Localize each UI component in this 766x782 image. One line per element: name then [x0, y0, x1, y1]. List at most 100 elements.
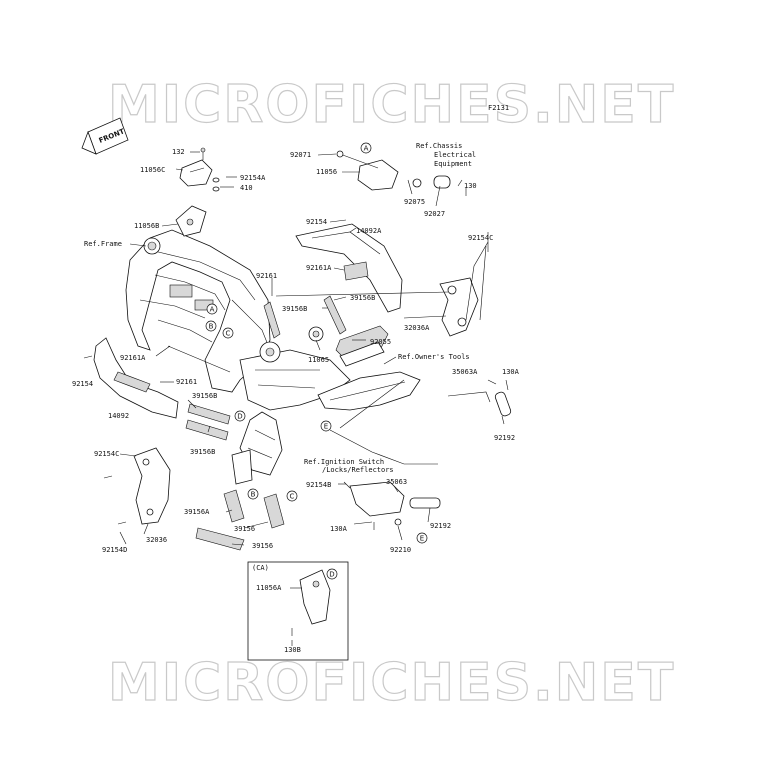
strip-39156B-right [323, 295, 347, 335]
label-130: 130 [464, 182, 477, 190]
label-92055: 92055 [370, 338, 391, 346]
label-11056: 11056 [316, 168, 337, 176]
label-92210: 92210 [390, 546, 411, 554]
label-130B: 130B [284, 646, 301, 654]
label-92075: 92075 [404, 198, 425, 206]
strip-39156-1 [263, 493, 285, 529]
watermark-bottom: MICROFICHES.NET [108, 653, 675, 713]
label-ref-chassis-1: Ref.Chassis [416, 142, 462, 150]
watermark-top: MICROFICHES.NET [108, 75, 675, 135]
callout-B-lower: B [247, 488, 259, 500]
label-92027: 92027 [424, 210, 445, 218]
svg-text:D: D [329, 571, 334, 579]
strip-39156B-lower-1 [187, 403, 231, 425]
label-11056A: 11056A [256, 584, 282, 592]
svg-text:C: C [290, 493, 295, 501]
label-ref-ignition-2: /Locks/Reflectors [322, 466, 394, 474]
label-130A: 130A [502, 368, 520, 376]
callout-D-frame: D [234, 410, 246, 422]
callout-A-frame: A [206, 303, 218, 315]
callout-E-frame: E [320, 420, 332, 432]
label-39156B-right: 39156B [350, 294, 375, 302]
bracket-32036 [103, 447, 171, 525]
label-92154B: 92154B [306, 481, 331, 489]
pad-92055 [335, 325, 389, 367]
label-39156-2: 39156 [252, 542, 273, 550]
strip-39156A [223, 489, 245, 523]
callout-B-frame: B [205, 320, 217, 332]
strip-39156-2 [195, 527, 245, 551]
svg-text:A: A [364, 145, 369, 153]
inset-ca: (CA) [247, 561, 349, 661]
label-11065: 11065 [308, 356, 329, 364]
hook-35063 [343, 481, 441, 530]
bolt-132-icon [200, 147, 206, 160]
strip-39156B-center [263, 301, 281, 339]
bracket-11056C [179, 159, 213, 187]
label-92154: 92154 [306, 218, 327, 226]
bracket-11056B [175, 205, 207, 237]
label-39156B-lower-1: 39156B [192, 392, 217, 400]
pad-92161A [343, 261, 369, 281]
callout-C-lower: C [286, 490, 298, 502]
label-92154D: 92154D [102, 546, 127, 554]
callout-C-frame: C [222, 327, 234, 339]
label-ref-chassis-3: Equipment [434, 160, 472, 168]
label-92161A: 92161A [306, 264, 332, 272]
callout-E-lower: E [416, 532, 428, 544]
label-14092A: 14092A [356, 227, 382, 235]
label-92161A-left: 92161A [120, 354, 146, 362]
label-32036A: 32036A [404, 324, 430, 332]
hook-35063A [447, 391, 512, 417]
label-92161-left: 92161 [176, 378, 197, 386]
cover-14092 [83, 337, 179, 419]
label-39156A: 39156A [184, 508, 210, 516]
svg-text:A: A [210, 306, 215, 314]
bracket-32036A [439, 232, 489, 337]
label-39156B-lower-2: 39156B [190, 448, 215, 456]
label-410: 410 [240, 184, 253, 192]
label-132: 132 [172, 148, 185, 156]
washer-410-icon [212, 177, 220, 192]
leader-lines [119, 151, 509, 546]
label-92192-lower: 92192 [430, 522, 451, 530]
label-92154C-left: 92154C [94, 450, 119, 458]
svg-text:E: E [420, 535, 424, 543]
label-11056C: 11056C [140, 166, 165, 174]
label-14092: 14092 [108, 412, 129, 420]
svg-text:B: B [251, 491, 256, 499]
label-ref-frame: Ref.Frame [84, 240, 122, 248]
label-35063A: 35063A [452, 368, 478, 376]
label-92154-left: 92154 [72, 380, 93, 388]
label-ref-owners-tools: Ref.Owner's Tools [398, 353, 470, 361]
label-32036: 32036 [146, 536, 167, 544]
label-130A-lower: 130A [330, 525, 348, 533]
label-39156-1: 39156 [234, 525, 255, 533]
label-92161: 92161 [256, 272, 277, 280]
label-92154A: 92154A [240, 174, 266, 182]
callout-A-top: A [360, 142, 372, 154]
svg-text:C: C [226, 330, 231, 338]
inset-label: (CA) [252, 564, 269, 572]
label-92154C: 92154C [468, 234, 493, 242]
collar-92027-icon [412, 175, 467, 196]
label-11056B: 11056B [134, 222, 159, 230]
bracket-11056 [336, 150, 399, 191]
svg-text:E: E [324, 423, 328, 431]
callout-D-inset: D [326, 568, 338, 580]
label-ref-ignition-1: Ref.Ignition Switch [304, 458, 384, 466]
label-ref-chassis-2: Electrical [434, 151, 476, 159]
part-labels: 132 11056C 92154A 410 11056B Ref.Frame 9… [72, 142, 520, 654]
label-92192: 92192 [494, 434, 515, 442]
label-92071: 92071 [290, 151, 311, 159]
front-arrow-icon: FRONT [81, 117, 129, 155]
label-35063: 35063 [386, 478, 407, 486]
diagram-code: F2131 [488, 104, 509, 112]
svg-text:B: B [209, 323, 214, 331]
main-frame [125, 229, 421, 485]
label-39156B-center: 39156B [282, 305, 307, 313]
svg-text:D: D [237, 413, 242, 421]
strip-39156B-lower-2 [185, 419, 229, 441]
grommet-11065 [308, 326, 324, 342]
